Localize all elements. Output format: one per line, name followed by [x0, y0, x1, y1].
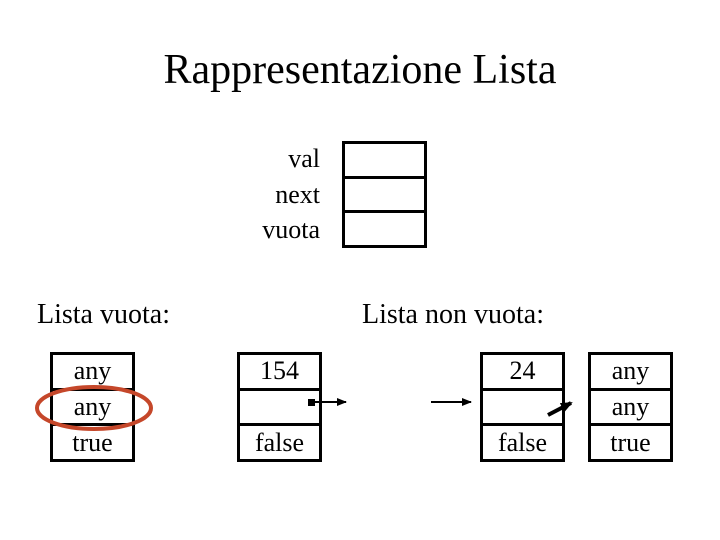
record-cell-val: 154: [260, 356, 299, 386]
record-cell-val: any: [611, 356, 650, 386]
record-cell-val: [345, 144, 424, 176]
record-cell-vuota: true: [591, 423, 670, 459]
field-label-next: next: [275, 179, 320, 209]
record-cell-vuota: true: [53, 423, 132, 459]
non-empty-list-node1: 154 false: [237, 352, 322, 462]
record-cell-vuota: false: [240, 423, 319, 459]
record-cell-next: [483, 387, 562, 424]
record-cell-vuota: [345, 210, 424, 245]
record-cell-val: 24: [509, 356, 536, 386]
empty-list-record: any any true: [50, 352, 135, 462]
record-cell-next: any: [591, 387, 670, 424]
field-label-val: val: [288, 143, 320, 173]
record-cell-next: any: [53, 387, 132, 424]
field-label-vuota: vuota: [262, 215, 320, 245]
non-empty-list-node3: any any true: [588, 352, 673, 462]
record-cell-vuota: false: [483, 423, 562, 459]
record-template-box: [342, 141, 427, 248]
record-field-labels: val next vuota: [160, 141, 332, 248]
empty-list-heading: Lista vuota:: [37, 299, 170, 330]
non-empty-list-node2: 24 false: [480, 352, 565, 462]
non-empty-list-heading: Lista non vuota:: [362, 299, 544, 330]
record-cell-next: [240, 387, 319, 424]
slide-title: Rappresentazione Lista: [163, 47, 557, 93]
record-cell-val: any: [73, 356, 112, 386]
record-cell-next: [345, 175, 424, 211]
